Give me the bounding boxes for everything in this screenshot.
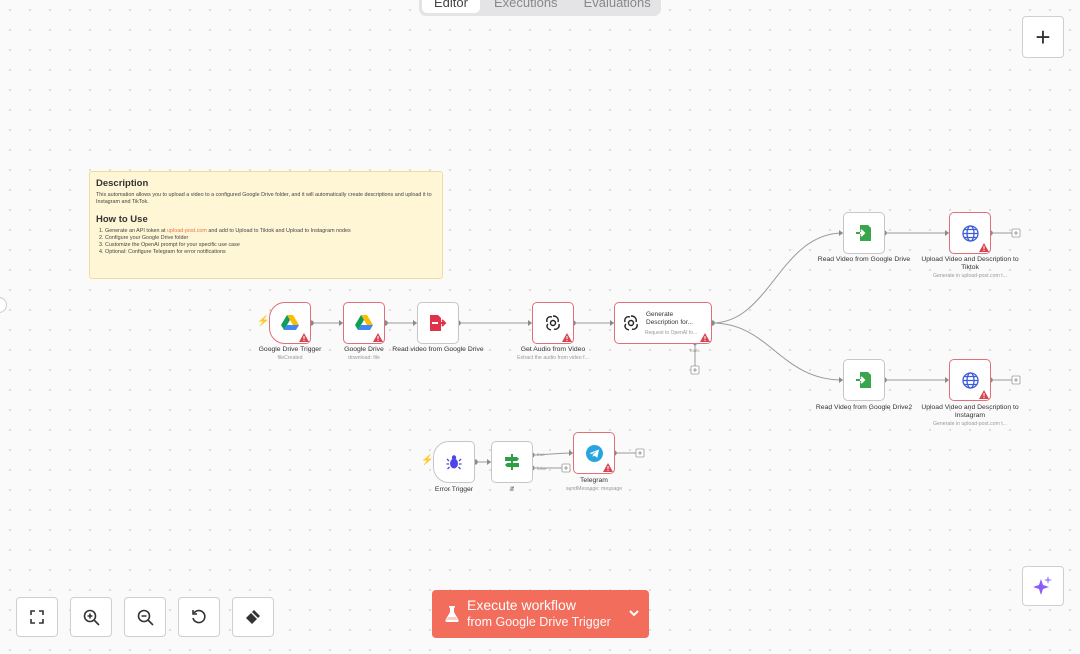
node-label: Google Drive	[344, 346, 384, 353]
tidy-up-button[interactable]	[232, 597, 274, 637]
if-false-label: false	[537, 466, 547, 471]
warning-icon	[700, 333, 710, 342]
node-read-video[interactable]	[417, 302, 459, 344]
file-import-icon	[856, 225, 871, 241]
openai-icon	[624, 315, 638, 331]
telegram-icon	[585, 444, 603, 462]
node-label: Telegram	[580, 477, 608, 484]
trigger-bolt-icon: ⚡	[421, 455, 434, 466]
zoom-out-button[interactable]	[124, 597, 166, 637]
tools-label: Tools	[689, 348, 700, 353]
node-label: Error Trigger	[434, 486, 474, 493]
node-read-video-1[interactable]	[843, 212, 885, 254]
note-body: This automation allows you to upload a v…	[96, 192, 432, 205]
node-google-drive[interactable]	[343, 302, 385, 344]
warning-icon	[979, 390, 989, 399]
zoom-out-icon	[137, 609, 154, 626]
bug-icon	[446, 455, 462, 470]
node-subtitle: Generate in upload-post.com t...	[932, 273, 1008, 279]
note-steps: Generate an API token at upload-post.com…	[96, 228, 436, 256]
sparkle-icon	[1033, 576, 1052, 595]
node-label: Read Video from Google Drive2	[815, 404, 913, 411]
note-howto-title: How to Use	[96, 214, 148, 225]
tab-evaluations[interactable]: Evaluations	[583, 0, 651, 10]
if-true-label: true	[537, 452, 545, 457]
reset-zoom-button[interactable]	[178, 597, 220, 637]
tab-executions[interactable]: Executions	[493, 0, 558, 10]
chevron-down-icon[interactable]	[629, 610, 639, 617]
tidy-up-icon	[246, 610, 260, 624]
node-label: If	[510, 486, 514, 493]
node-error-trigger[interactable]	[433, 441, 475, 483]
zoom-in-icon	[83, 609, 100, 626]
signpost-icon	[505, 454, 519, 470]
node-upload-tiktok[interactable]	[949, 212, 991, 254]
node-label: Upload Video and Description to Tiktok	[921, 256, 1019, 271]
trigger-bolt-icon: ⚡	[257, 316, 270, 327]
node-google-drive-trigger[interactable]	[269, 302, 311, 344]
globe-icon	[961, 371, 979, 389]
fit-view-icon	[30, 610, 44, 624]
node-subtitle: Generate in upload-post.com t...	[932, 421, 1008, 427]
note-step: Customize the OpenAI prompt for your spe…	[105, 242, 436, 249]
warning-icon	[562, 333, 572, 342]
file-import-icon	[856, 372, 871, 388]
warning-icon	[299, 333, 309, 342]
add-node-button[interactable]: +	[1022, 16, 1064, 58]
execute-workflow-button[interactable]: Execute workflow from Google Drive Trigg…	[432, 590, 649, 638]
node-label: Read Video from Google Drive	[817, 256, 911, 263]
note-step: Optional: Configure Telegram for error n…	[105, 249, 436, 256]
tab-editor[interactable]: Editor	[422, 0, 480, 13]
node-if[interactable]	[491, 441, 533, 483]
node-subtitle: sendMessage: message	[565, 486, 623, 492]
execute-label: Execute workflow	[467, 597, 576, 613]
warning-icon	[979, 243, 989, 252]
node-upload-instagram[interactable]	[949, 359, 991, 401]
node-read-video-2[interactable]	[843, 359, 885, 401]
warning-icon	[603, 463, 613, 472]
node-label: Upload Video and Description to Instagra…	[921, 404, 1019, 419]
warning-icon	[373, 333, 383, 342]
execute-sublabel: from Google Drive Trigger	[467, 615, 611, 629]
node-label: Google Drive Trigger	[258, 346, 322, 353]
sticky-note[interactable]: Description This automation allows you t…	[89, 171, 443, 279]
node-label: Get Audio from Video	[520, 346, 586, 353]
node-subtitle: download: file	[348, 355, 380, 361]
ai-assistant-button[interactable]	[1022, 566, 1064, 606]
node-telegram[interactable]	[573, 432, 615, 474]
reset-zoom-icon	[192, 609, 206, 624]
note-title: Description	[96, 178, 149, 189]
node-label: Read video from Google Drive	[392, 346, 484, 353]
file-export-icon	[430, 315, 447, 331]
google-drive-icon	[281, 315, 299, 330]
google-drive-icon	[355, 315, 373, 330]
openai-icon	[546, 315, 560, 331]
fit-view-button[interactable]	[16, 597, 58, 637]
node-get-audio[interactable]	[532, 302, 574, 344]
node-subtitle: fileCreated	[277, 355, 303, 361]
node-subtitle: Extract the audio from video f...	[517, 355, 589, 361]
node-subtitle: Request to OpenAI fo...	[645, 330, 698, 336]
flask-icon	[445, 606, 459, 622]
upload-post-link[interactable]: upload-post.com	[167, 228, 207, 234]
plus-icon: +	[1035, 21, 1051, 52]
view-tabs: Editor Executions Evaluations	[419, 0, 661, 16]
node-generate-description[interactable]: Generate Description for... Request to O…	[614, 302, 712, 344]
zoom-in-button[interactable]	[70, 597, 112, 637]
note-step: Generate an API token at upload-post.com…	[105, 228, 436, 235]
globe-icon	[961, 224, 979, 242]
node-label: Generate Description for...	[646, 311, 693, 326]
note-step: Configure your Google Drive folder	[105, 235, 436, 242]
